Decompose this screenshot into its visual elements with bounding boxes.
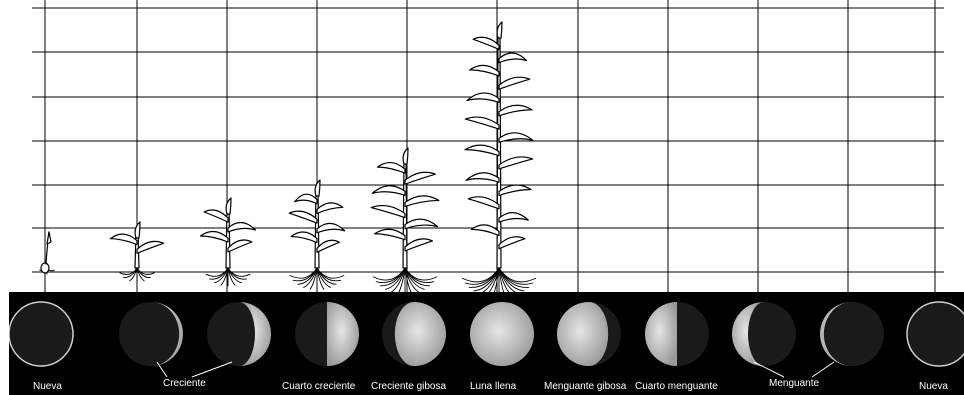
moon-waning-crescent <box>732 302 796 366</box>
moon-full <box>470 302 534 366</box>
label-nueva-start: Nueva <box>33 381 62 393</box>
moon-new <box>907 302 964 366</box>
label-nueva-end: Nueva <box>919 381 948 393</box>
plant-stage-3 <box>200 198 255 286</box>
label-menguante-gibosa: Menguante gibosa <box>544 381 626 393</box>
moon-waning-crescent-thin <box>820 302 884 366</box>
moon-first-quarter <box>295 302 359 366</box>
label-cuarto-creciente: Cuarto creciente <box>282 381 355 393</box>
moon-new <box>9 302 73 366</box>
creciente-pointer-1 <box>157 362 167 377</box>
plant-stages <box>40 22 536 298</box>
label-creciente-gibosa: Creciente gibosa <box>371 381 446 393</box>
plant-stage-2 <box>110 222 163 282</box>
plant-stage-1 <box>40 232 55 274</box>
menguante-pointer-2 <box>812 362 834 377</box>
moon-waxing-gibbous <box>382 302 446 366</box>
label-cuarto-menguante: Cuarto menguante <box>635 381 718 393</box>
plant-stage-6 <box>462 22 535 298</box>
label-luna-llena: Luna llena <box>470 381 516 393</box>
moon-waxing-crescent-thin <box>119 302 183 366</box>
label-creciente: Creciente <box>163 378 206 390</box>
moon-phases <box>9 292 964 395</box>
label-menguante: Menguante <box>769 378 819 390</box>
moon-phase-strip: Nueva Creciente Cuarto creciente Crecien… <box>9 292 964 395</box>
plant-stage-4 <box>289 180 344 290</box>
moon-waxing-crescent <box>207 302 271 366</box>
creciente-pointer-2 <box>192 362 232 377</box>
moon-last-quarter <box>645 302 709 366</box>
moon-waning-gibbous <box>557 302 621 366</box>
